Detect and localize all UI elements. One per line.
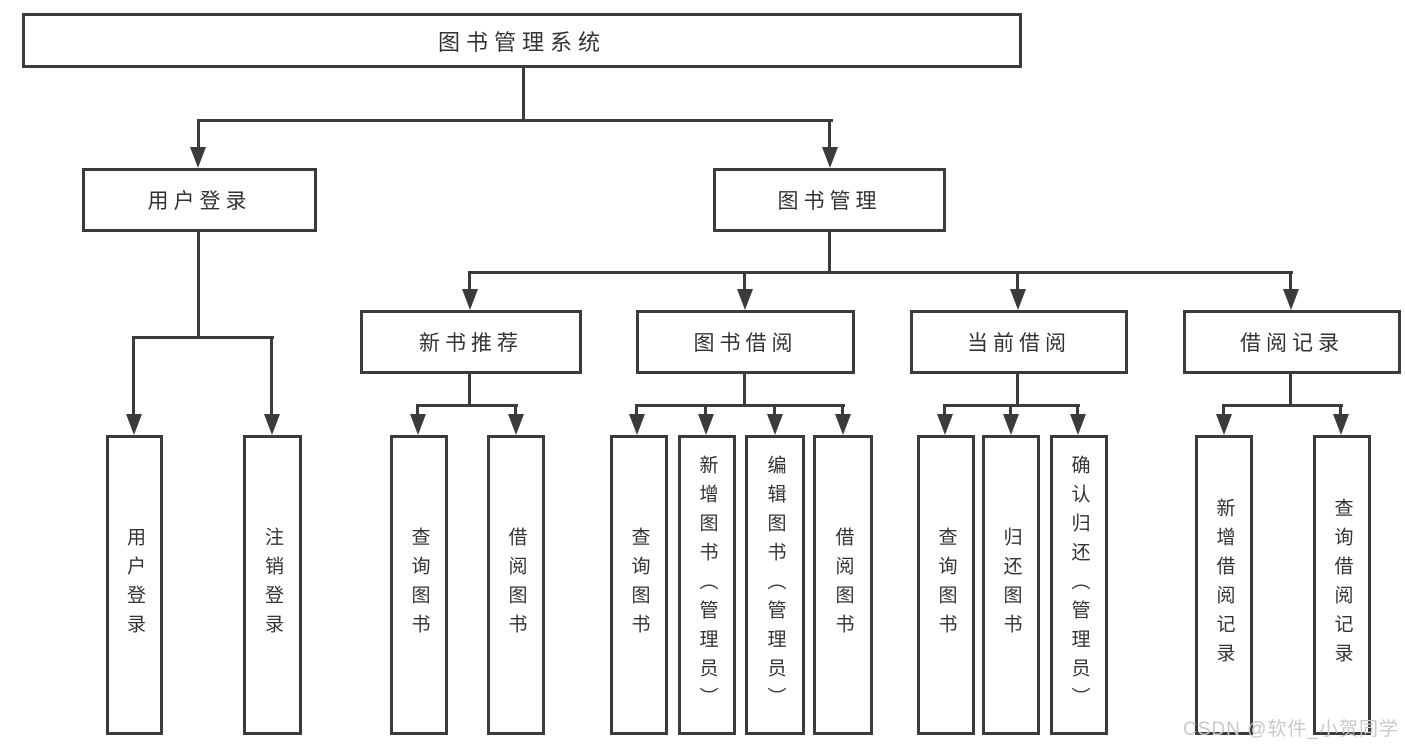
arrow-down-icon	[264, 414, 280, 435]
leaf-label: 查询图书	[935, 527, 957, 643]
leaf-label: 用户登录	[124, 527, 145, 643]
leaf-label: 新增借阅记录	[1213, 498, 1235, 672]
connector-line	[132, 336, 135, 416]
node-user-login: 用户登录	[82, 168, 317, 232]
leaf-records-query-borrow-record: 查询借阅记录	[1313, 435, 1371, 735]
arrow-down-icon	[410, 414, 426, 435]
connector-line	[1076, 404, 1079, 416]
node-current-borrowing: 当前借阅	[910, 310, 1128, 374]
node-borrowing-records: 借阅记录	[1183, 310, 1401, 374]
node-book-management: 图书管理	[713, 168, 946, 232]
leaf-records-add-borrow-record: 新增借阅记录	[1195, 435, 1253, 735]
connector-line	[743, 374, 746, 407]
connector-line	[416, 404, 518, 407]
leaf-user-login: 用户登录	[106, 435, 163, 735]
connector-line	[514, 404, 517, 416]
node-label: 图书管理	[777, 190, 882, 213]
connector-line	[1289, 374, 1292, 407]
arrow-down-icon	[1216, 414, 1232, 435]
arrow-down-icon	[508, 414, 524, 435]
connector-line	[1289, 271, 1292, 292]
leaf-label: 确认归还（管理员）	[1068, 454, 1090, 716]
connector-line	[133, 336, 274, 339]
node-label: 当前借阅	[967, 332, 1071, 355]
leaf-borrowing-edit-books-admin: 编辑图书（管理员）	[745, 435, 805, 735]
leaf-current-confirm-return-admin: 确认归还（管理员）	[1050, 435, 1108, 735]
arrow-down-icon	[126, 414, 142, 435]
connector-line	[468, 374, 471, 407]
arrow-down-icon	[698, 414, 714, 435]
leaf-current-query-books: 查询图书	[917, 435, 975, 735]
connector-line	[1222, 404, 1225, 416]
connector-line	[1222, 404, 1343, 407]
leaf-label: 新增图书（管理员）	[696, 454, 718, 716]
arrow-down-icon	[462, 289, 478, 310]
leaf-label: 借阅图书	[505, 527, 527, 643]
arrow-down-icon	[835, 414, 851, 435]
leaf-borrowing-query-books: 查询图书	[610, 435, 668, 735]
leaf-label: 借阅图书	[832, 527, 854, 643]
leaf-label: 注销登录	[262, 527, 283, 643]
node-label: 图书管理系统	[437, 29, 606, 55]
node-library-management-system: 图书管理系统	[22, 13, 1022, 68]
leaf-newbooks-borrow-books: 借阅图书	[487, 435, 545, 735]
connector-line	[635, 404, 638, 416]
connector-line	[522, 68, 525, 122]
node-new-book-recommendation: 新书推荐	[360, 310, 582, 374]
connector-line	[743, 271, 746, 292]
watermark-text: CSDN @软件_小贺同学	[1183, 719, 1399, 740]
connector-line	[841, 404, 844, 416]
leaf-label: 查询借阅记录	[1331, 498, 1353, 672]
connector-line	[943, 404, 946, 416]
leaf-borrowing-borrow-books: 借阅图书	[813, 435, 873, 735]
arrow-down-icon	[737, 289, 753, 310]
connector-line	[1339, 404, 1342, 416]
node-book-borrowing: 图书借阅	[636, 310, 855, 374]
connector-line	[197, 232, 200, 339]
arrow-down-icon	[190, 147, 206, 168]
arrow-down-icon	[937, 414, 953, 435]
connector-line	[469, 271, 1293, 274]
connector-line	[270, 336, 273, 416]
leaf-label: 编辑图书（管理员）	[764, 454, 786, 716]
node-label: 用户登录	[147, 190, 252, 213]
connector-line	[197, 119, 200, 150]
connector-line	[828, 119, 831, 150]
connector-line	[773, 404, 776, 416]
connector-line	[635, 404, 845, 407]
connector-line	[1016, 271, 1019, 292]
arrow-down-icon	[1010, 289, 1026, 310]
leaf-current-return-books: 归还图书	[982, 435, 1040, 735]
connector-line	[416, 404, 419, 416]
connector-line	[197, 119, 833, 122]
connector-line	[1009, 404, 1012, 416]
node-label: 借阅记录	[1240, 332, 1344, 355]
connector-line	[468, 271, 471, 292]
node-label: 新书推荐	[419, 332, 523, 355]
connector-line	[1016, 374, 1019, 407]
arrow-down-icon	[1283, 289, 1299, 310]
leaf-logout-login: 注销登录	[243, 435, 302, 735]
arrow-down-icon	[1070, 414, 1086, 435]
leaf-borrowing-add-books-admin: 新增图书（管理员）	[678, 435, 736, 735]
arrow-down-icon	[822, 147, 838, 168]
leaf-newbooks-query-books: 查询图书	[390, 435, 448, 735]
leaf-label: 查询图书	[408, 527, 430, 643]
arrow-down-icon	[1333, 414, 1349, 435]
connector-line	[704, 404, 707, 416]
leaf-label: 查询图书	[628, 527, 650, 643]
arrow-down-icon	[767, 414, 783, 435]
arrow-down-icon	[629, 414, 645, 435]
connector-line	[828, 232, 831, 274]
node-label: 图书借阅	[693, 332, 798, 355]
arrow-down-icon	[1003, 414, 1019, 435]
leaf-label: 归还图书	[1000, 527, 1022, 643]
